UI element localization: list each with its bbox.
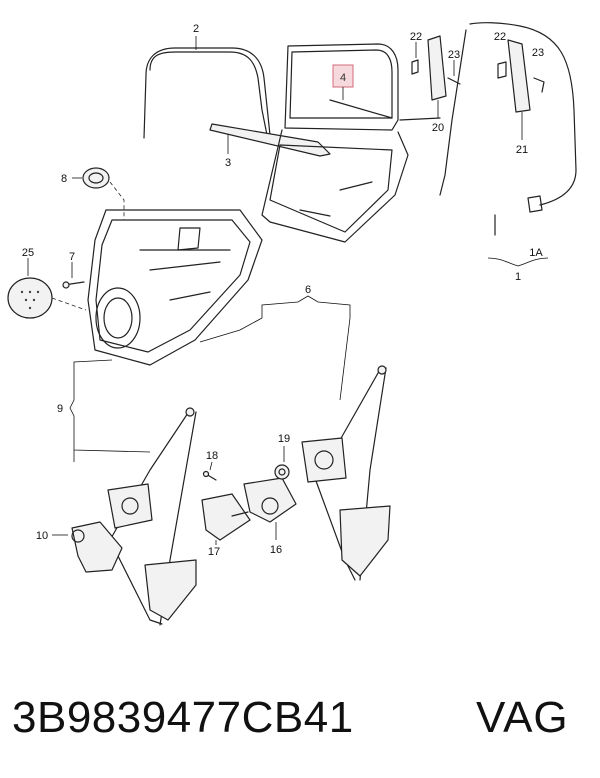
brand-label: VAG [476, 693, 569, 742]
bracket-9 [69, 359, 151, 462]
door-module-carrier [87, 209, 263, 366]
callout-2: 2 [193, 23, 199, 35]
callout-7: 7 [69, 251, 75, 263]
window-channel-part-20 [399, 35, 461, 121]
guide-rail-part-3 [209, 123, 331, 157]
window-motor-part-10 [52, 521, 123, 573]
screw-part-7 [62, 262, 85, 289]
callout-10: 10 [36, 530, 48, 542]
footer: 3B9839477CB41 VAG [0, 668, 600, 768]
bracket-6 [199, 295, 351, 401]
callout-19: 19 [278, 433, 290, 445]
callout-4-highlight [329, 64, 393, 119]
speaker-cover-part-25 [7, 258, 87, 319]
door-seal-part-1 [439, 22, 577, 267]
callout-23-left: 23 [448, 49, 460, 61]
window-regulator-right [301, 365, 391, 581]
callout-21: 21 [516, 144, 528, 156]
callout-1: 1 [515, 271, 521, 283]
callout-25: 25 [22, 247, 34, 259]
callout-22-left: 22 [410, 31, 422, 43]
callout-22-right: 22 [494, 31, 506, 43]
grommet-part-8 [72, 167, 125, 220]
exploded-parts-diagram: 2 3 4 22 23 20 22 23 21 1A 1 8 25 7 6 9 … [7, 22, 577, 626]
callout-3: 3 [225, 157, 231, 169]
callout-6: 6 [305, 284, 311, 296]
regulator-hardware [201, 446, 297, 545]
callout-8: 8 [61, 173, 67, 185]
door-shell [261, 43, 409, 243]
callout-20: 20 [432, 122, 444, 134]
callout-1a: 1A [529, 247, 543, 259]
callout-4: 4 [340, 72, 346, 84]
door-seal-part-2 [143, 36, 271, 141]
callout-9: 9 [57, 403, 63, 415]
callout-23-right: 23 [532, 47, 544, 59]
part-number: 3B9839477CB41 [12, 693, 354, 742]
window-regulator-left [107, 407, 197, 626]
callout-18: 18 [206, 450, 218, 462]
callout-17: 17 [208, 546, 220, 558]
callout-16: 16 [270, 544, 282, 556]
